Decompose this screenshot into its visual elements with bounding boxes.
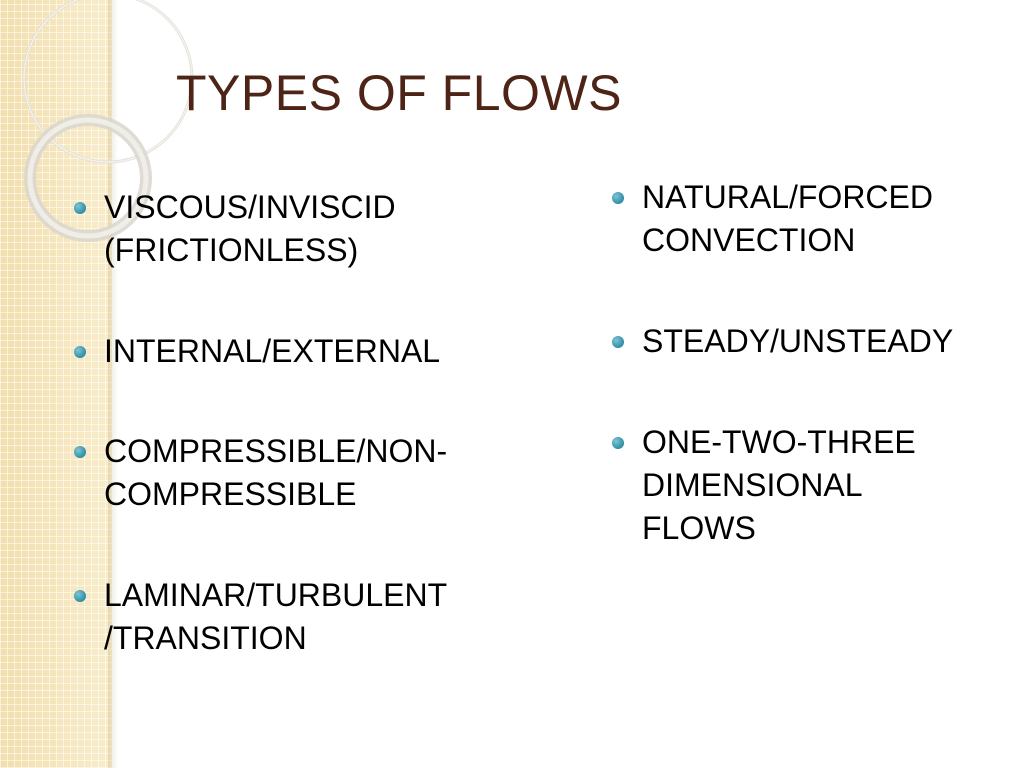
list-item-text: VISCOUS/INVISCID [104,189,396,225]
list-item-natural: NATURAL/FORCED CONVECTION [612,176,1012,262]
list-item-text: STEADY/UNSTEADY [642,323,954,359]
list-item-internal: INTERNAL/EXTERNAL [74,330,514,373]
list-item-text: FLOWS [642,510,756,546]
list-item-text: NATURAL/FORCED [642,179,933,215]
rings-decoration-icon [22,0,194,242]
right-bullet-list: NATURAL/FORCED CONVECTION STEADY/UNSTEAD… [612,176,1012,608]
list-item-viscous: VISCOUS/INVISCID (FRICTIONLESS) [74,186,514,272]
bullet-icon [74,346,86,358]
left-bullet-list: VISCOUS/INVISCID (FRICTIONLESS) INTERNAL… [74,186,514,718]
list-item-text: (FRICTIONLESS) [104,232,359,268]
bullet-icon [74,446,86,458]
bullet-icon [612,437,624,449]
list-item-text: COMPRESSIBLE/NON- [104,433,448,469]
list-item-steady: STEADY/UNSTEADY [612,320,1012,363]
list-item-text: LAMINAR/TURBULENT [104,577,448,613]
list-item-text: /TRANSITION [104,620,307,656]
list-item-text: COMPRESSIBLE [104,476,357,512]
list-item-compressible: COMPRESSIBLE/NON- COMPRESSIBLE [74,430,514,516]
side-strip-shadow [108,0,118,768]
list-item-text: ONE-TWO-THREE [642,424,916,460]
bullet-icon [612,336,624,348]
list-item-text: CONVECTION [642,222,856,258]
bullet-icon [612,192,624,204]
slide-title: TYPES OF FLOWS [176,65,622,121]
bullet-icon [74,590,86,602]
list-item-laminar: LAMINAR/TURBULENT /TRANSITION [74,574,514,660]
list-item-dimensional: ONE-TWO-THREE DIMENSIONAL FLOWS [612,421,1012,550]
list-item-text: INTERNAL/EXTERNAL [104,333,441,369]
bullet-icon [74,202,86,214]
list-item-text: DIMENSIONAL [642,467,863,503]
